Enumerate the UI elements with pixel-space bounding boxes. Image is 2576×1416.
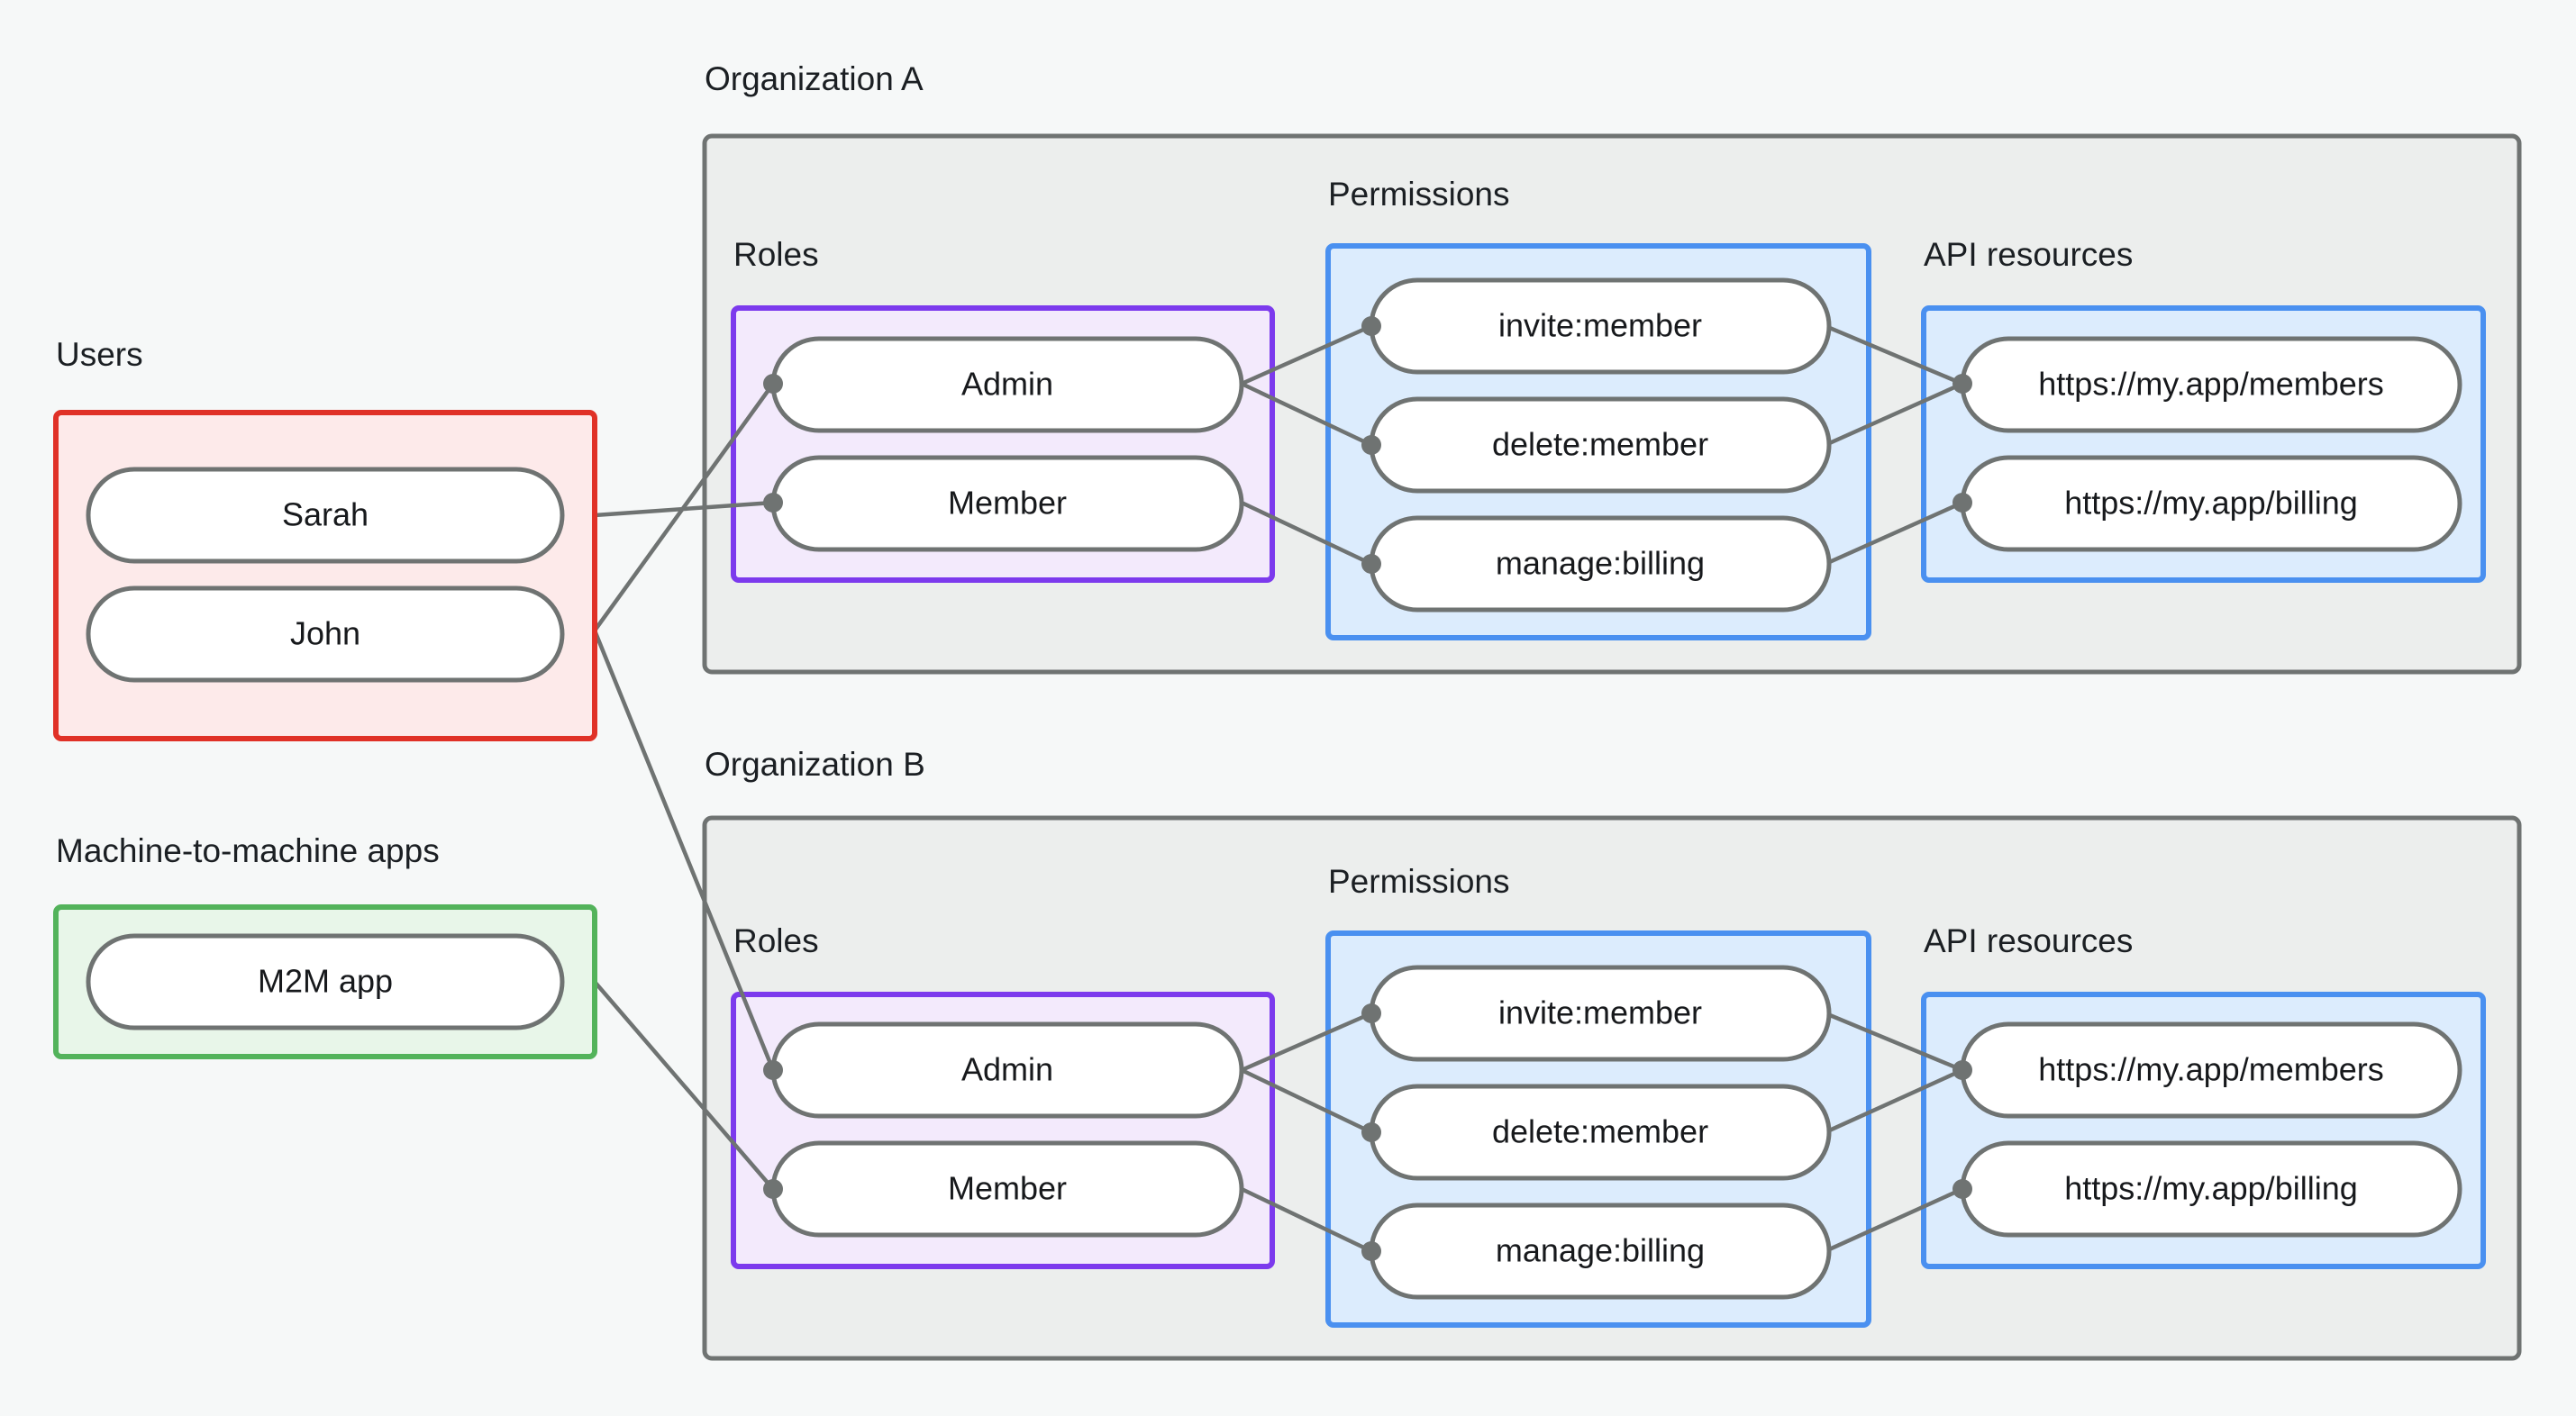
anchor-org-b-delete-left bbox=[1361, 1122, 1381, 1142]
anchor-org-b-member-left bbox=[763, 1179, 783, 1199]
org-a-title: Organization A bbox=[705, 60, 924, 97]
org-b-api-resource-members[interactable]: https://my.app/members bbox=[1960, 1021, 2462, 1119]
org-a-roles-title: Roles bbox=[733, 236, 819, 273]
org-b-permission-invite-member-label: invite:member bbox=[1498, 994, 1702, 1031]
org-b-permission-invite-member[interactable]: invite:member bbox=[1369, 965, 1832, 1062]
org-a-role-admin-label: Admin bbox=[961, 366, 1053, 403]
users-group bbox=[53, 410, 597, 741]
org-a-role-member-label: Member bbox=[948, 485, 1067, 522]
edge-john-to-org-b-admin bbox=[592, 630, 776, 1071]
user-john[interactable]: John bbox=[86, 585, 565, 683]
org-a-role-admin[interactable]: Admin bbox=[770, 336, 1244, 433]
anchor-org-a-billing-api-left bbox=[1952, 493, 1972, 513]
org-b-role-member[interactable]: Member bbox=[770, 1140, 1244, 1238]
org-b-role-admin[interactable]: Admin bbox=[770, 1021, 1244, 1119]
m2m-app[interactable]: M2M app bbox=[86, 933, 565, 1030]
org-b-role-admin-label: Admin bbox=[961, 1051, 1053, 1088]
org-b-api-resource-billing-label: https://my.app/billing bbox=[2064, 1170, 2358, 1207]
org-b-permission-delete-member-label: delete:member bbox=[1492, 1113, 1708, 1150]
edge-m2m-to-org-b-member bbox=[593, 980, 775, 1191]
anchor-org-b-members-api-left bbox=[1952, 1060, 1972, 1080]
org-a-api-resource-billing-label: https://my.app/billing bbox=[2064, 485, 2358, 522]
org-b-api-resource-members-label: https://my.app/members bbox=[2038, 1051, 2383, 1088]
user-sarah[interactable]: Sarah bbox=[86, 467, 565, 564]
anchor-org-a-delete-left bbox=[1361, 435, 1381, 455]
edge-org-b-billing-to-billing-api bbox=[1825, 1186, 1963, 1254]
org-a-api-resource-members-label: https://my.app/members bbox=[2038, 366, 2383, 403]
org-b-role-member-label: Member bbox=[948, 1170, 1067, 1207]
edge-org-a-admin-to-invite bbox=[1241, 323, 1372, 386]
org-b-permission-manage-billing[interactable]: manage:billing bbox=[1369, 1203, 1832, 1300]
edge-sarah-to-org-a-member bbox=[594, 500, 774, 518]
edge-org-b-member-to-billing bbox=[1241, 1186, 1372, 1254]
edge-org-b-admin-to-invite bbox=[1241, 1011, 1372, 1073]
org-a-permission-invite-member[interactable]: invite:member bbox=[1369, 277, 1832, 375]
edge-org-b-invite-to-members bbox=[1825, 1011, 1963, 1073]
user-john-label: John bbox=[290, 615, 360, 652]
anchor-org-a-members-api-left bbox=[1952, 374, 1972, 394]
anchor-org-b-billing-left bbox=[1361, 1241, 1381, 1261]
m2m-title: Machine-to-machine apps bbox=[56, 832, 440, 869]
org-a-permissions-title: Permissions bbox=[1328, 176, 1510, 213]
org-b-api-title: API resources bbox=[1924, 922, 2133, 959]
edge-org-a-invite-to-members bbox=[1825, 323, 1963, 386]
org-b-permissions-title: Permissions bbox=[1328, 863, 1510, 900]
org-a-permission-manage-billing[interactable]: manage:billing bbox=[1369, 515, 1832, 613]
edge-org-a-billing-to-billing-api bbox=[1825, 500, 1963, 567]
edge-org-a-admin-to-delete bbox=[1241, 381, 1372, 448]
users-title: Users bbox=[56, 336, 143, 373]
org-b-api-resource-billing[interactable]: https://my.app/billing bbox=[1960, 1140, 2462, 1238]
user-sarah-label: Sarah bbox=[282, 496, 369, 533]
org-a-api-resource-billing[interactable]: https://my.app/billing bbox=[1960, 455, 2462, 552]
org-a-permission-delete-member[interactable]: delete:member bbox=[1369, 396, 1832, 494]
anchor-org-b-admin-left bbox=[763, 1060, 783, 1080]
edge-org-b-admin-to-delete bbox=[1241, 1067, 1372, 1135]
org-a-permission-delete-member-label: delete:member bbox=[1492, 426, 1708, 463]
anchor-org-a-admin-left bbox=[763, 374, 783, 394]
edge-org-a-delete-to-members bbox=[1825, 381, 1963, 448]
anchor-org-a-billing-left bbox=[1361, 554, 1381, 574]
anchor-org-b-billing-api-left bbox=[1952, 1179, 1972, 1199]
org-a-api-title: API resources bbox=[1924, 236, 2133, 273]
org-b-roles-title: Roles bbox=[733, 922, 819, 959]
edge-org-b-delete-to-members bbox=[1825, 1067, 1963, 1135]
org-a-permission-invite-member-label: invite:member bbox=[1498, 307, 1702, 344]
anchor-org-a-member-left bbox=[763, 493, 783, 513]
org-a-permission-manage-billing-label: manage:billing bbox=[1496, 545, 1705, 582]
org-b-permission-delete-member[interactable]: delete:member bbox=[1369, 1084, 1832, 1181]
org-b-title: Organization B bbox=[705, 746, 925, 783]
org-b-permission-manage-billing-label: manage:billing bbox=[1496, 1232, 1705, 1269]
anchor-org-a-invite-left bbox=[1361, 316, 1381, 336]
org-a-api-resource-members[interactable]: https://my.app/members bbox=[1960, 336, 2462, 433]
anchor-org-b-invite-left bbox=[1361, 1003, 1381, 1023]
edge-org-a-member-to-billing bbox=[1241, 500, 1372, 567]
org-a-role-member[interactable]: Member bbox=[770, 455, 1244, 552]
m2m-app-label: M2M app bbox=[258, 963, 393, 1000]
